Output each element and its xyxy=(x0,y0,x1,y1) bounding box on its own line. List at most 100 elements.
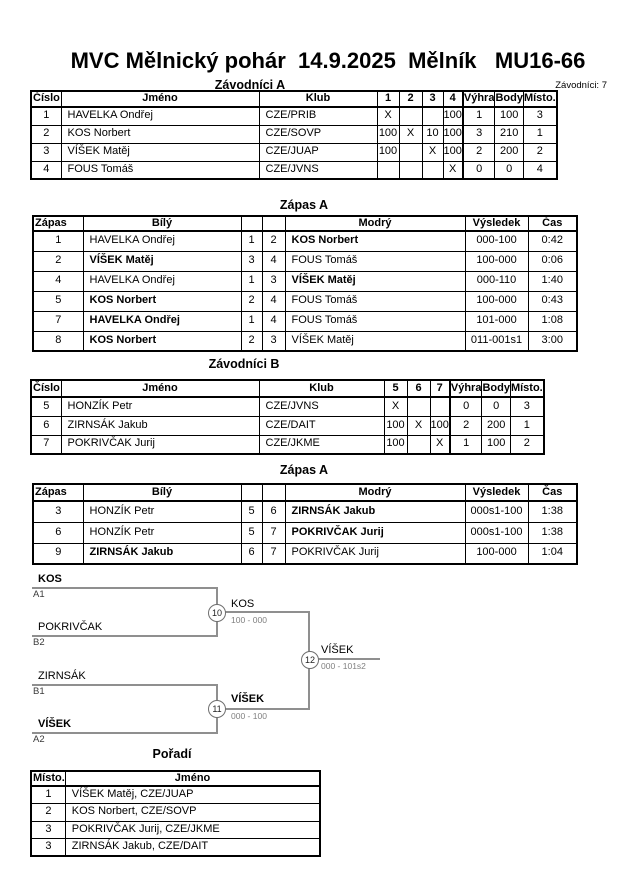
cell-name: VÍŠEK Matěj, CZE/JUAP xyxy=(64,785,321,804)
col-header-6: 6 xyxy=(406,379,431,398)
bracket-winner-label: VÍŠEK xyxy=(231,693,265,705)
bracket-player-label: VÍŠEK xyxy=(38,718,72,730)
col-header-cislo: Číslo xyxy=(30,379,62,398)
col-header-jmeno: Jméno xyxy=(64,770,321,787)
cell-white: KOS Norbert xyxy=(82,330,242,352)
pool-a-table: Číslo Jméno Klub 1 2 3 4 Výhra Body Míst… xyxy=(30,90,558,180)
cell-wins: 1 xyxy=(448,434,483,455)
header-row: Místo. Jméno xyxy=(30,770,321,787)
bracket-winner-label: VÍŠEK xyxy=(321,644,354,656)
col-header-body: Body xyxy=(494,90,524,108)
matches-a-title: Zápas A xyxy=(279,198,329,212)
col-header-2: 2 xyxy=(398,90,423,108)
cell-time: 1:04 xyxy=(527,542,578,565)
cell-white: ZIRNSÁK Jakub xyxy=(82,542,242,565)
section-b-title: Závodníci B xyxy=(208,357,280,371)
col-header-cas: Čas xyxy=(527,215,578,232)
cell-name: POKRIVČAK Jurij, CZE/JKME xyxy=(64,820,321,839)
bracket-winner-label: KOS xyxy=(231,598,255,610)
col-header-1: 1 xyxy=(376,90,400,108)
matches-a-table: Zápas Bílý Modrý Výsledek Čas 1 HAVELKA … xyxy=(32,215,578,352)
match-number-badge: 10 xyxy=(208,604,226,622)
cell-place: 3 xyxy=(30,838,66,857)
col-header-misto: Místo. xyxy=(30,770,66,787)
bracket-seed-label: A2 xyxy=(33,734,45,745)
header-row: Číslo Jméno Klub 5 6 7 Výhra Body Místo. xyxy=(30,379,545,398)
col-header-cas: Čas xyxy=(527,483,578,502)
cell-result: 011-001s1 xyxy=(464,330,529,352)
cell-place: 3 xyxy=(30,820,66,839)
cell-place: 2 xyxy=(30,803,66,822)
match-row: 6 HONZÍK Petr 5 7 POKRIVČAK Jurij 000s1-… xyxy=(32,521,578,544)
match-number-badge: 12 xyxy=(301,651,319,669)
table-row: 1 HAVELKA Ondřej CZE/PRIB X 100 1 100 3 xyxy=(30,106,558,126)
cell-club: CZE/JKME xyxy=(258,434,385,455)
bracket-line xyxy=(32,587,218,589)
pool-b-table: Číslo Jméno Klub 5 6 7 Výhra Body Místo.… xyxy=(30,379,545,455)
bracket-line xyxy=(316,658,380,660)
col-header-3: 3 xyxy=(421,90,444,108)
cell-name: ZIRNSÁK Jakub, CZE/DAIT xyxy=(64,838,321,857)
match-row: 1 HAVELKA Ondřej 1 2 KOS Norbert 000-100… xyxy=(32,230,578,252)
header-row: Zápas Bílý Modrý Výsledek Čas xyxy=(32,483,578,502)
page-title: MVC Mělnický pohár 14.9.2025 Mělník MU16… xyxy=(70,48,586,73)
cell-grid: X xyxy=(406,415,431,436)
col-header-zapas: Zápas xyxy=(32,215,84,232)
bracket-seed-label: B1 xyxy=(33,686,45,697)
col-header-vyhra: Výhra xyxy=(461,90,496,108)
bracket-score-label: 000 - 101s2 xyxy=(321,661,366,671)
bracket-line xyxy=(32,732,218,734)
table-row: 4 FOUS Tomáš CZE/JVNS X 0 0 4 xyxy=(30,160,558,180)
table-row: 6 ZIRNSÁK Jakub CZE/DAIT 100 X 100 2 200… xyxy=(30,415,545,436)
bracket-player-label: ZIRNSÁK xyxy=(38,670,86,682)
bracket-line xyxy=(224,708,310,710)
col-header-vyhra: Výhra xyxy=(448,379,483,398)
col-header-misto: Místo. xyxy=(522,90,558,108)
cell-place: 4 xyxy=(522,160,558,180)
bracket-player-label: POKRIVČAK xyxy=(38,621,103,633)
cell-match-no: 9 xyxy=(32,542,84,565)
bracket-line xyxy=(32,684,218,686)
standings-row: 2 KOS Norbert, CZE/SOVP xyxy=(30,803,321,822)
col-header-bily: Bílý xyxy=(82,215,242,232)
standings-row: 1 VÍŠEK Matěj, CZE/JUAP xyxy=(30,785,321,804)
standings-row: 3 POKRIVČAK Jurij, CZE/JKME xyxy=(30,820,321,839)
header-row: Číslo Jméno Klub 1 2 3 4 Výhra Body Míst… xyxy=(30,90,558,108)
cell-grid xyxy=(421,160,444,180)
standings-title: Pořadí xyxy=(152,747,192,761)
cell-grid xyxy=(406,434,431,455)
bracket-score-label: 100 - 000 xyxy=(231,615,267,625)
cell-time: 3:00 xyxy=(527,330,578,352)
bracket-seed-label: B2 xyxy=(33,637,45,648)
match-row: 5 KOS Norbert 2 4 FOUS Tomáš 100-000 0:4… xyxy=(32,290,578,312)
cell-blue: VÍŠEK Matěj xyxy=(284,330,466,352)
match-row: 8 KOS Norbert 2 3 VÍŠEK Matěj 011-001s1 … xyxy=(32,330,578,352)
match-row: 4 HAVELKA Ondřej 1 3 VÍŠEK Matěj 000-110… xyxy=(32,270,578,292)
matches-b-table: Zápas Bílý Modrý Výsledek Čas 3 HONZÍK P… xyxy=(32,483,578,565)
bracket-player-label: KOS xyxy=(38,573,62,585)
standings-row: 3 ZIRNSÁK Jakub, CZE/DAIT xyxy=(30,838,321,857)
cell-place: 2 xyxy=(509,434,545,455)
cell-place: 1 xyxy=(30,785,66,804)
cell-wins: 0 xyxy=(461,160,496,180)
header-row: Zápas Bílý Modrý Výsledek Čas xyxy=(32,215,578,232)
competitors-count: Závodníci: 7 xyxy=(555,80,607,91)
bracket-seed-label: A1 xyxy=(33,589,45,600)
match-number-badge: 11 xyxy=(208,700,226,718)
col-header-zapas: Zápas xyxy=(32,483,84,502)
match-row: 7 HAVELKA Ondřej 1 4 FOUS Tomáš 101-000 … xyxy=(32,310,578,332)
bracket-line xyxy=(32,635,218,637)
cell-name: KOS Norbert, CZE/SOVP xyxy=(64,803,321,822)
section-a-title: Závodníci A xyxy=(214,78,286,92)
match-row: 9 ZIRNSÁK Jakub 6 7 POKRIVČAK Jurij 100-… xyxy=(32,542,578,565)
table-row: 7 POKRIVČAK Jurij CZE/JKME 100 X 1 100 2 xyxy=(30,434,545,455)
cell-match-no: 8 xyxy=(32,330,84,352)
standings-table: Místo. Jméno 1 VÍŠEK Matěj, CZE/JUAP 2 K… xyxy=(30,770,322,857)
col-header-misto: Místo. xyxy=(509,379,545,398)
cell-name: FOUS Tomáš xyxy=(60,160,260,180)
matches-b-title: Zápas A xyxy=(279,463,329,477)
cell-wins: 2 xyxy=(448,415,483,436)
bracket-line xyxy=(224,611,310,613)
